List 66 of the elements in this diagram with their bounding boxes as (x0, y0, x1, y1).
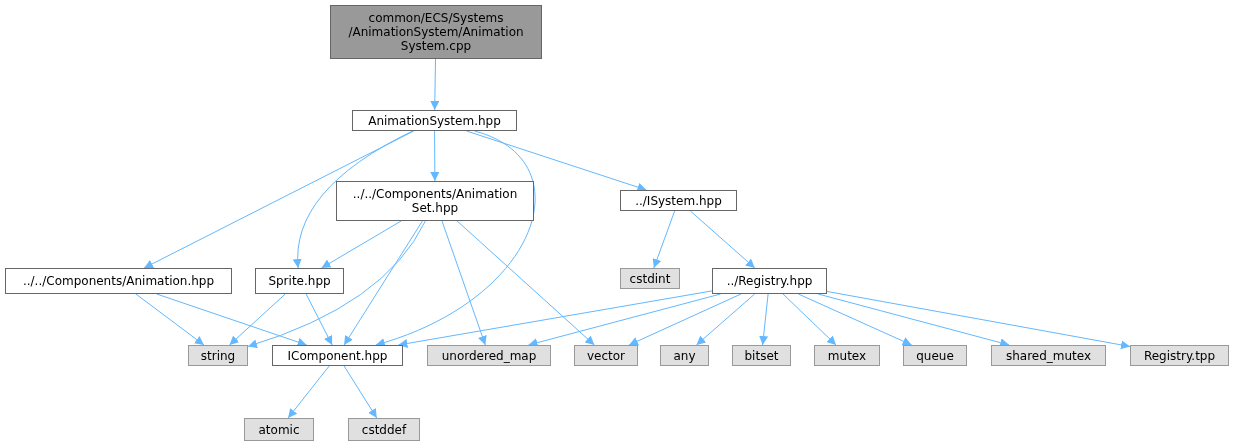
file-name: IComponent.hpp (287, 348, 388, 363)
file-box (574, 345, 638, 366)
file-box (272, 345, 403, 366)
file-name: unordered_map (441, 348, 537, 363)
file-box (348, 418, 420, 441)
file-box (712, 268, 827, 294)
arrow (826, 290, 1131, 350)
arrow (430, 58, 440, 111)
arrow (293, 130, 414, 269)
arrow (441, 220, 487, 346)
file-name: ../../Components/Animation.hpp (22, 274, 215, 288)
file-box (991, 345, 1106, 366)
file-name: ../Registry.hpp (726, 274, 813, 288)
file-name: cstdint (629, 271, 671, 286)
arrow (321, 220, 402, 269)
arrow (466, 130, 647, 192)
arrow (797, 293, 913, 346)
file-box (427, 345, 551, 366)
file-box (352, 110, 517, 131)
arrow (229, 293, 286, 346)
arrow (696, 293, 756, 346)
arrow (135, 293, 205, 346)
file-name: mutex (827, 348, 867, 363)
arrow (782, 293, 837, 346)
file-name: shared_mutex (1005, 348, 1092, 363)
arrow (247, 220, 426, 348)
arrow (343, 220, 423, 346)
file-name: Registry.tpp (1143, 348, 1216, 363)
file-name: Sprite.hpp (268, 274, 331, 288)
file-box (330, 5, 542, 59)
file-name: bitset (744, 348, 779, 363)
file-box (244, 418, 314, 441)
arrow (689, 210, 756, 269)
file-box (255, 268, 344, 294)
file-box (814, 345, 880, 366)
file-box (336, 181, 534, 221)
file-name: queue (916, 348, 954, 363)
arrow (375, 130, 535, 347)
file-box (188, 345, 248, 366)
arrow (628, 293, 742, 346)
file-box (903, 345, 967, 366)
file-name: atomic (258, 422, 300, 437)
file-box (5, 268, 232, 294)
arrow (652, 210, 676, 269)
file-name: common/ECS/Systems /AnimationSystem/Animation System.cpp (347, 11, 525, 53)
arrow (456, 220, 595, 346)
file-name: any (673, 348, 696, 363)
arrow (305, 293, 333, 346)
arrow (343, 365, 378, 419)
arrow (156, 293, 308, 347)
arrow (143, 130, 415, 269)
arrow (287, 365, 330, 419)
file-name: vector (586, 348, 626, 363)
arrow (430, 130, 440, 182)
file-name: AnimationSystem.hpp (368, 113, 501, 128)
file-name: ../ISystem.hpp (635, 193, 722, 208)
file-name: cstddef (361, 422, 407, 437)
file-box (660, 345, 709, 366)
file-box (620, 190, 737, 211)
arrow (759, 293, 769, 346)
file-box (1130, 345, 1229, 366)
file-name: ../../Components/Animation Set.hpp (351, 187, 519, 215)
arrow (397, 290, 713, 348)
file-name: string (200, 348, 236, 363)
file-box (620, 268, 680, 289)
file-box (732, 345, 791, 366)
